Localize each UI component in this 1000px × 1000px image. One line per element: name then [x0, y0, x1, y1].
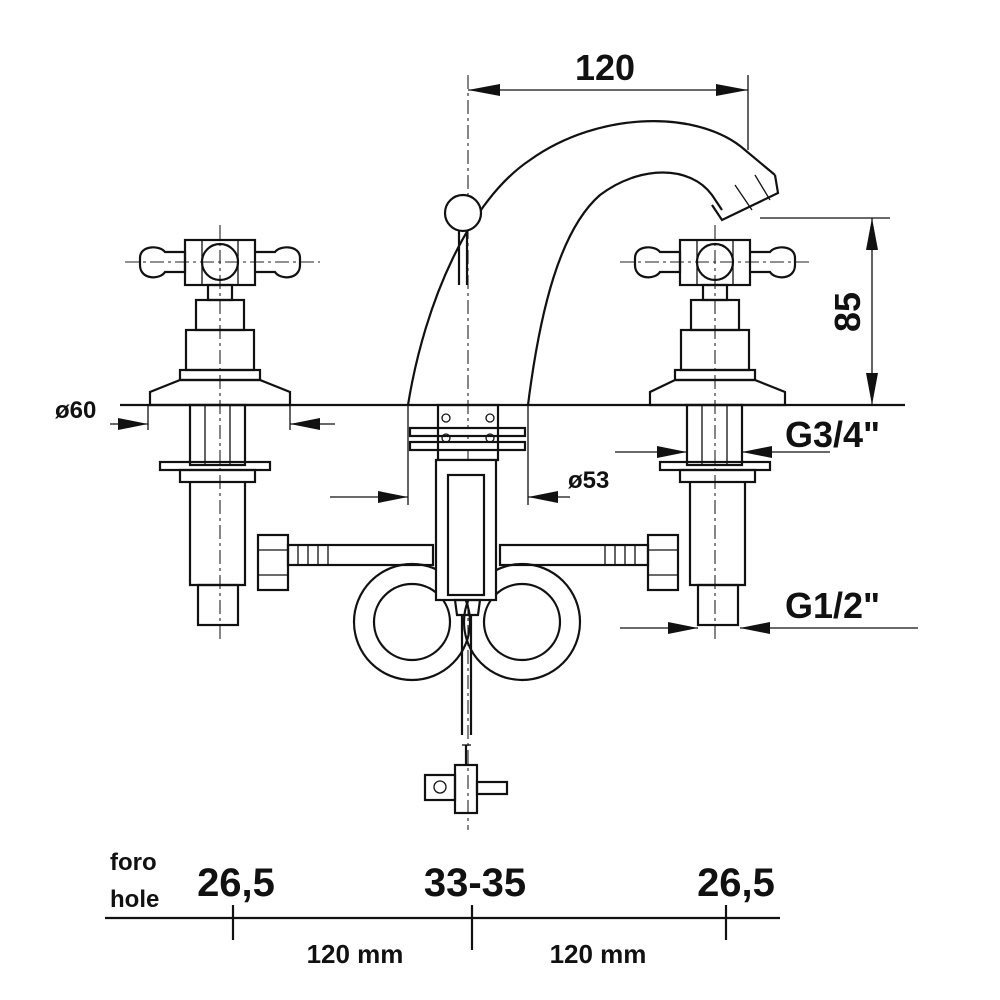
dimension-flange-diameter-label: ø60 — [55, 397, 96, 424]
spout-body — [408, 403, 527, 815]
spout — [406, 120, 780, 406]
hole-spacing-left: 120 mm — [307, 939, 404, 969]
thread-inlet: G1/2" — [620, 585, 918, 634]
hole-specification: foro hole 26,5 33-35 26,5 120 mm 120 mm — [105, 849, 780, 969]
thread-inlet-label: G1/2" — [785, 585, 880, 626]
right-valve — [633, 238, 797, 627]
hole-label-en: hole — [110, 886, 159, 913]
thread-valve: G3/4" — [615, 414, 880, 458]
dimension-spout-height-label: 85 — [827, 292, 868, 332]
thread-valve-label: G3/4" — [785, 414, 880, 455]
dimension-spout-base-diameter-label: ø53 — [568, 467, 609, 494]
hole-spacing-right: 120 mm — [550, 939, 647, 969]
dimension-spout-reach: 120 — [468, 47, 749, 150]
hole-center-size: 33-35 — [424, 861, 526, 905]
hole-left-size: 26,5 — [197, 861, 275, 905]
hole-label-it: foro — [110, 849, 157, 876]
left-valve — [138, 238, 302, 627]
dimension-flange-diameter: ø60 — [55, 397, 335, 430]
dimension-spout-height: 85 — [760, 217, 890, 405]
popup-knob — [443, 193, 483, 285]
dimension-spout-reach-label: 120 — [575, 47, 635, 88]
dimension-spout-base-diameter: ø53 — [330, 405, 609, 505]
hole-right-size: 26,5 — [697, 861, 775, 905]
